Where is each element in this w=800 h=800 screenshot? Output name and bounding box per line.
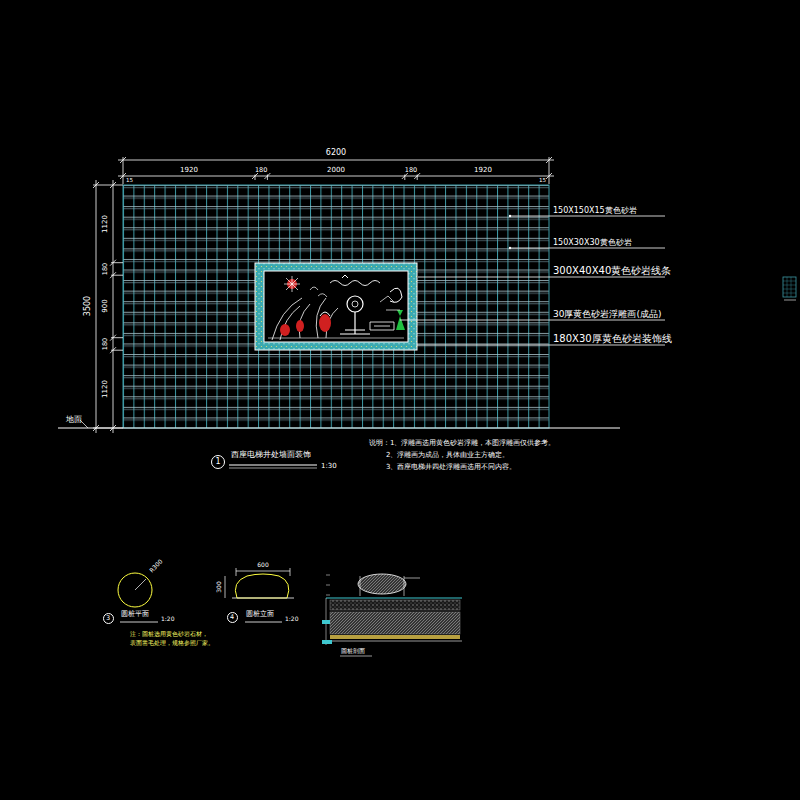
material-callout: 150X30X30黄色砂岩: [553, 239, 632, 247]
scale: 1:30: [321, 463, 337, 470]
note: 说明：1、浮雕画选用黄色砂岩浮雕，本图浮雕画仅供参考。: [369, 440, 555, 447]
detail-title: 圆桩平面: [121, 611, 149, 618]
dimension: 180: [255, 167, 267, 174]
detail-number-circle: 1: [211, 455, 225, 469]
dimension: 15: [539, 178, 546, 184]
dimension: 180: [102, 338, 109, 350]
detail-number: 4: [230, 614, 234, 621]
dimension: 180: [102, 263, 109, 275]
pile-plan: [118, 573, 152, 607]
material-callout: 180X30厚黄色砂岩装饰线: [553, 334, 672, 344]
dimension: 300: [216, 581, 222, 592]
leader-lines: [400, 216, 665, 345]
pile-elevation: [225, 568, 294, 598]
sheet-thumbnail: [783, 277, 796, 300]
dimension: 6200: [326, 149, 346, 157]
detail-title: 圆桩剖面: [341, 648, 365, 654]
scale: 1:20: [161, 616, 174, 622]
relief-panel: [255, 263, 417, 350]
scale: 1:20: [285, 616, 298, 622]
dimension: 1120: [102, 380, 109, 398]
dimension-lines: [93, 157, 554, 433]
detail-number-circle: 4: [227, 612, 238, 623]
dimension: 900: [102, 299, 109, 312]
note: 3、西座电梯井四处浮雕画选用不同内容。: [386, 464, 516, 471]
dimension: 1920: [180, 167, 198, 174]
dimension: 15: [126, 178, 133, 184]
dimension: 180: [405, 167, 417, 174]
dimension: 1120: [102, 215, 109, 233]
note: 注：圆桩选用黄色砂岩石材，: [130, 631, 208, 637]
dimension: R300: [148, 558, 163, 573]
material-callout: 150X150X15黄色砂岩: [553, 207, 637, 215]
dimension: 2000: [327, 167, 345, 174]
dimension: 600: [257, 562, 268, 568]
detail-number: 1: [215, 458, 220, 466]
note: 2、浮雕画为成品，具体由业主方确定。: [386, 452, 509, 459]
detail-number-circle: 3: [103, 613, 114, 624]
detail-title: 圆桩立面: [246, 611, 274, 618]
ground-line: [58, 428, 620, 429]
ground-label: 地面: [66, 416, 82, 424]
dimension: 3500: [84, 296, 92, 316]
stone-grid: [123, 185, 549, 428]
material-callout: 30厚黄色砂岩浮雕画(成品): [553, 310, 661, 319]
material-callout: 300X40X40黄色砂岩线条: [553, 266, 671, 276]
note: 表面凿毛处理，规格参照厂家。: [130, 640, 214, 646]
dimension: 1920: [474, 167, 492, 174]
pile-section: [322, 574, 462, 645]
drawing-title: 西座电梯井处墙面装饰: [231, 451, 311, 459]
detail-number: 3: [106, 615, 110, 622]
